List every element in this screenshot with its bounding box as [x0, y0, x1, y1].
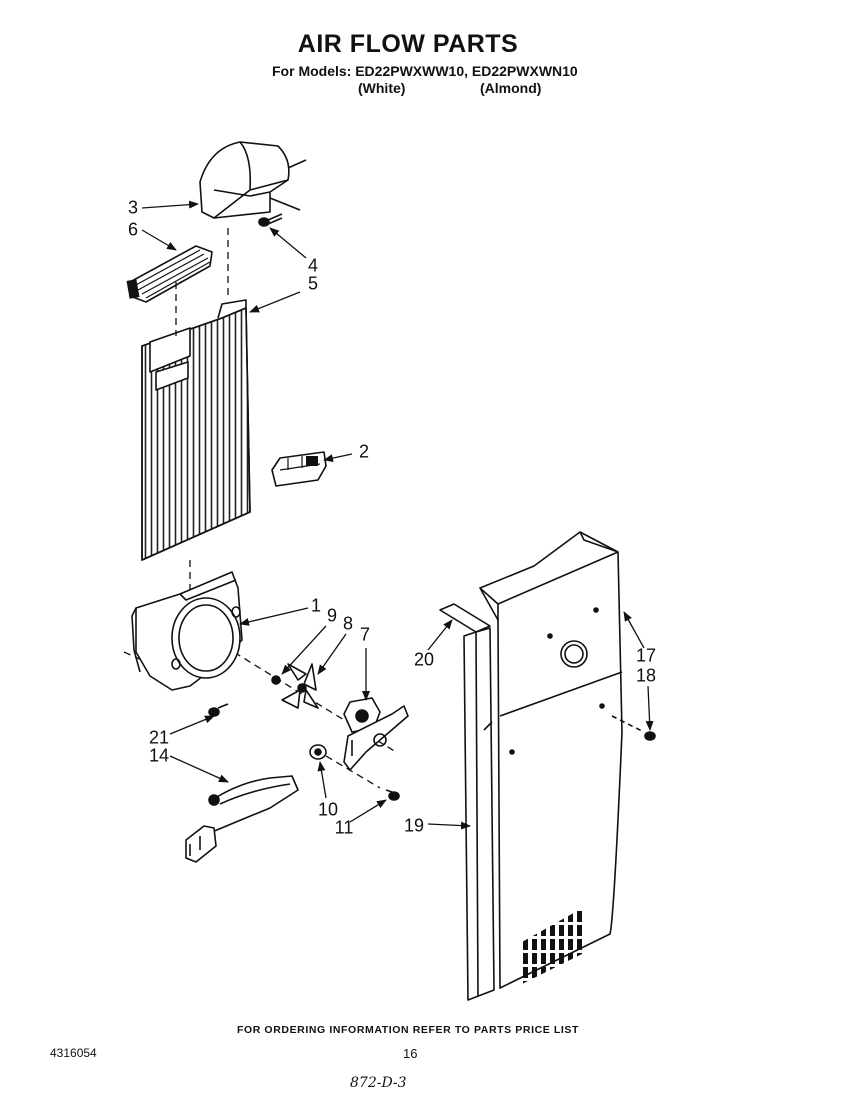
callout-7: 7 — [359, 624, 371, 645]
callout-18: 18 — [635, 665, 657, 686]
callout-17: 17 — [635, 645, 657, 666]
callout-2: 2 — [358, 441, 370, 462]
callout-3: 3 — [127, 197, 139, 218]
callout-11: 11 — [334, 817, 354, 838]
callout-8: 8 — [342, 613, 354, 634]
callout-9: 9 — [326, 605, 338, 626]
callout-6: 6 — [127, 219, 139, 240]
evaporator-cover-part-5 — [141, 299, 251, 561]
handwritten-code: 872-D-3 — [350, 1075, 407, 1091]
rear-panel-part-17 — [479, 531, 623, 989]
page-number: 16 — [403, 1046, 418, 1061]
callout-19: 19 — [403, 815, 425, 836]
color-white-label: (White) — [358, 80, 406, 96]
leader-lines — [141, 200, 654, 830]
side-panel-part-19 — [463, 627, 495, 1001]
bracket-part-2 — [271, 451, 327, 487]
ordering-info-note: FOR ORDERING INFORMATION REFER TO PARTS … — [236, 1024, 580, 1036]
document-number: 4316054 — [50, 1046, 97, 1060]
fan-motor-part-7 — [343, 697, 409, 771]
callout-20: 20 — [413, 649, 435, 670]
screw-part-21 — [208, 703, 229, 717]
wire-harness-part-14 — [185, 775, 299, 863]
color-almond-label: (Almond) — [480, 80, 542, 96]
grille-part-6 — [126, 245, 213, 303]
callout-14: 14 — [148, 745, 170, 766]
model-numbers: For Models: ED22PWXWW10, ED22PWXWN10 — [272, 63, 578, 79]
callout-5: 5 — [307, 273, 319, 294]
fan-blade-part-8 — [281, 663, 319, 709]
screw-part-4 — [258, 213, 283, 227]
callout-21: 21 — [148, 727, 170, 748]
screw-part-18 — [611, 715, 656, 741]
fan-shroud-part-1 — [131, 571, 243, 691]
grommet-part-10 — [309, 744, 327, 760]
callout-10: 10 — [317, 799, 339, 820]
air-duct-top — [199, 141, 307, 219]
screw-part-11 — [385, 789, 400, 801]
washer-part-9 — [271, 675, 281, 685]
callout-4: 4 — [307, 255, 319, 276]
page-title: AIR FLOW PARTS — [297, 30, 519, 58]
gasket-part-20 — [439, 603, 491, 633]
callout-1: 1 — [310, 595, 322, 616]
